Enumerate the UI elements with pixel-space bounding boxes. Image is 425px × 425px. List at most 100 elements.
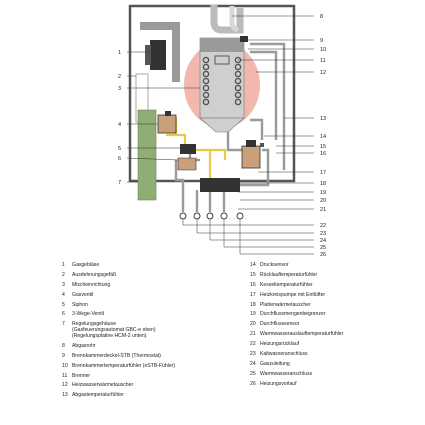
- legend-number: 12: [62, 382, 68, 389]
- legend-label: Durchflusssensor: [260, 321, 300, 328]
- burner-top: [200, 38, 244, 52]
- legend-label: Heizungsvorlauf: [260, 380, 297, 387]
- callout-4: 4: [118, 122, 121, 128]
- callout-5: 5: [118, 146, 121, 152]
- legend-label: Brennkammerdeckel-STB (Thermostat): [72, 352, 161, 359]
- callout-6: 6: [118, 156, 121, 162]
- legend-number: 18: [250, 301, 256, 308]
- callout-3: 3: [118, 86, 121, 92]
- callout-10: 10: [320, 47, 326, 53]
- gas-valve-knob: [165, 111, 171, 116]
- legend-item: 13 Abgastemperaturfühler: [62, 393, 242, 399]
- callout-14: 14: [320, 134, 326, 140]
- legend-number: 21: [250, 331, 256, 338]
- heating-pump-vent: [246, 140, 256, 147]
- legend-label: Heizkreispumpe mit Entlüfter: [260, 291, 326, 298]
- control-box: [137, 109, 157, 201]
- heat-exchanger-coil: [202, 56, 242, 106]
- legend-number: 8: [62, 342, 65, 349]
- legend-number: 20: [250, 321, 256, 328]
- legend-number: 4: [62, 291, 65, 298]
- legend-number: 6: [62, 311, 65, 318]
- callout-26: 26: [320, 252, 326, 258]
- exhaust-pipe-inner: [229, 6, 239, 33]
- water-pipes: [174, 42, 286, 212]
- callout-leaders: [126, 15, 314, 255]
- legend-number: 3: [62, 281, 65, 288]
- legend-item: 12 Heizwasserwärmetauscher: [62, 383, 242, 389]
- boiler-schematic-diagram: 1 2 3 4 5 6 7 8 9 10 11 12 13 14 15 16 1…: [118, 4, 326, 258]
- legend-label: Warmwasseranschluss: [260, 370, 313, 377]
- legend-number: 25: [250, 370, 256, 377]
- callout-12: 12: [320, 70, 326, 76]
- callout-20: 20: [320, 198, 326, 204]
- callout-7: 7: [118, 180, 121, 186]
- combustion-chamber-stb: [240, 36, 248, 42]
- bottom-connections: [179, 212, 244, 220]
- callout-8: 8: [320, 14, 323, 20]
- condensate-funnel: [199, 117, 245, 133]
- three-way-valve: [177, 157, 197, 171]
- legend-label: Mischeinrichtung: [72, 281, 111, 288]
- legend-number: 1: [62, 262, 65, 268]
- legend-item: 17 Heizkreispumpe mit Entlüfter: [250, 291, 420, 299]
- callout-11: 11: [320, 58, 326, 64]
- legend-label: Brenner: [72, 372, 91, 379]
- callout-15: 15: [320, 144, 326, 150]
- legend-label: Kaltwasseranschluss: [260, 351, 308, 358]
- legend-number: 15: [250, 271, 256, 278]
- legend-label: Drucksensor: [260, 262, 289, 268]
- legend-label: Gasventil: [72, 291, 94, 298]
- heating-pump: [241, 145, 261, 169]
- legend-label: Durchflussmengenbegrenzer: [260, 311, 326, 318]
- callout-23: 23: [320, 231, 326, 237]
- burner: [214, 55, 230, 65]
- legend-item: 1 Gasgebläse: [62, 262, 242, 269]
- legend-number: 5: [62, 301, 65, 308]
- pressure-sensor: [260, 143, 264, 147]
- legend-item: 14 Drucksensor: [250, 262, 420, 269]
- callout-24: 24: [320, 238, 326, 244]
- legend-label: Kesseltemperaturfühler: [260, 281, 313, 288]
- callout-16: 16: [320, 151, 326, 157]
- legend-label: 3-Wege-Ventil: [72, 311, 104, 318]
- blower-duct-vertical: [172, 22, 180, 82]
- legend-item: 20 Durchflusssensor: [250, 321, 420, 328]
- exhaust-pipe: [210, 5, 244, 34]
- callout-13: 13: [320, 116, 326, 122]
- legend-number: 16: [250, 281, 256, 288]
- gas-blower: [150, 40, 166, 70]
- legend-number: 23: [250, 351, 256, 358]
- plate-heat-exchanger: [200, 178, 240, 192]
- legend-number: 7: [62, 321, 65, 328]
- legend-item: 23 Kaltwasseranschluss: [250, 351, 420, 358]
- siphon: [180, 144, 196, 154]
- legend-item: 16 Kesseltemperaturfühler: [250, 281, 420, 289]
- legend-number: 13: [62, 392, 68, 399]
- legend-label: Ausdehnungsgefäß: [72, 271, 117, 278]
- legend-number: 14: [250, 262, 256, 268]
- callout-17: 17: [320, 170, 326, 176]
- legend-label: Gasgebläse: [72, 262, 100, 268]
- legend-label: Abgastemperaturfühler: [72, 392, 124, 399]
- gas-valve: [157, 114, 177, 134]
- legend-label: Abgasrohr: [72, 342, 96, 349]
- legend-label: Heizwasserwärmetauscher: [72, 382, 134, 389]
- blower-duct: [140, 22, 180, 30]
- callout-9: 9: [320, 38, 323, 44]
- legend-label: Regelungsgehäuse (Gasfeuerungsautomat GB…: [72, 321, 156, 340]
- legend-label: Brennkammertemperaturfühler (eSTB-Fühler…: [72, 362, 176, 369]
- legend-number: 17: [250, 291, 256, 298]
